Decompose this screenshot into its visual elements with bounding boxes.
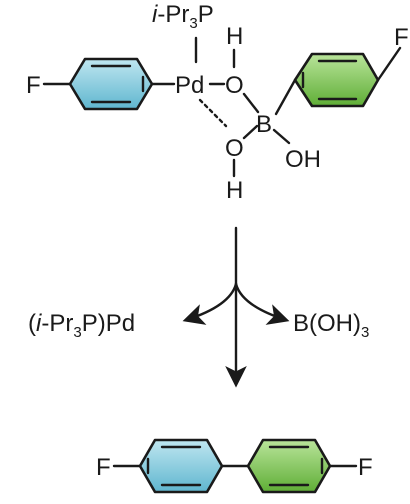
hydrogen-upper-label: H: [226, 23, 243, 50]
left-aryl-ring-blue: [68, 57, 154, 111]
dashed-pd-o-interaction: [198, 98, 228, 128]
oxygen-lower-label: O: [225, 135, 244, 162]
boron-label: B: [256, 111, 272, 138]
palladium-byproduct-label: (i-Pr3P)Pd: [28, 310, 135, 341]
product-ring-green: [246, 438, 332, 494]
reaction-arrows: [182, 226, 290, 388]
product-ring-blue: [138, 438, 224, 494]
palladium-label: Pd: [175, 72, 204, 99]
transition-complex: F Pd i-Pr3P O H B O H OH: [26, 1, 409, 204]
product-fluorine-right-label: F: [358, 454, 373, 481]
boric-acid-byproduct-label: B(OH)3: [293, 310, 369, 341]
fluorine-left-label: F: [26, 72, 41, 99]
ligand-label: i-Pr3P: [152, 1, 214, 32]
oxygen-upper-label: O: [225, 72, 244, 99]
right-aryl-ring-green: [293, 52, 380, 108]
biaryl-product: F F: [96, 438, 373, 494]
hydrogen-lower-label: H: [226, 177, 243, 204]
product-fluorine-left-label: F: [96, 454, 111, 481]
hydroxyl-label: OH: [285, 146, 321, 173]
fluorine-right-label: F: [394, 24, 409, 51]
